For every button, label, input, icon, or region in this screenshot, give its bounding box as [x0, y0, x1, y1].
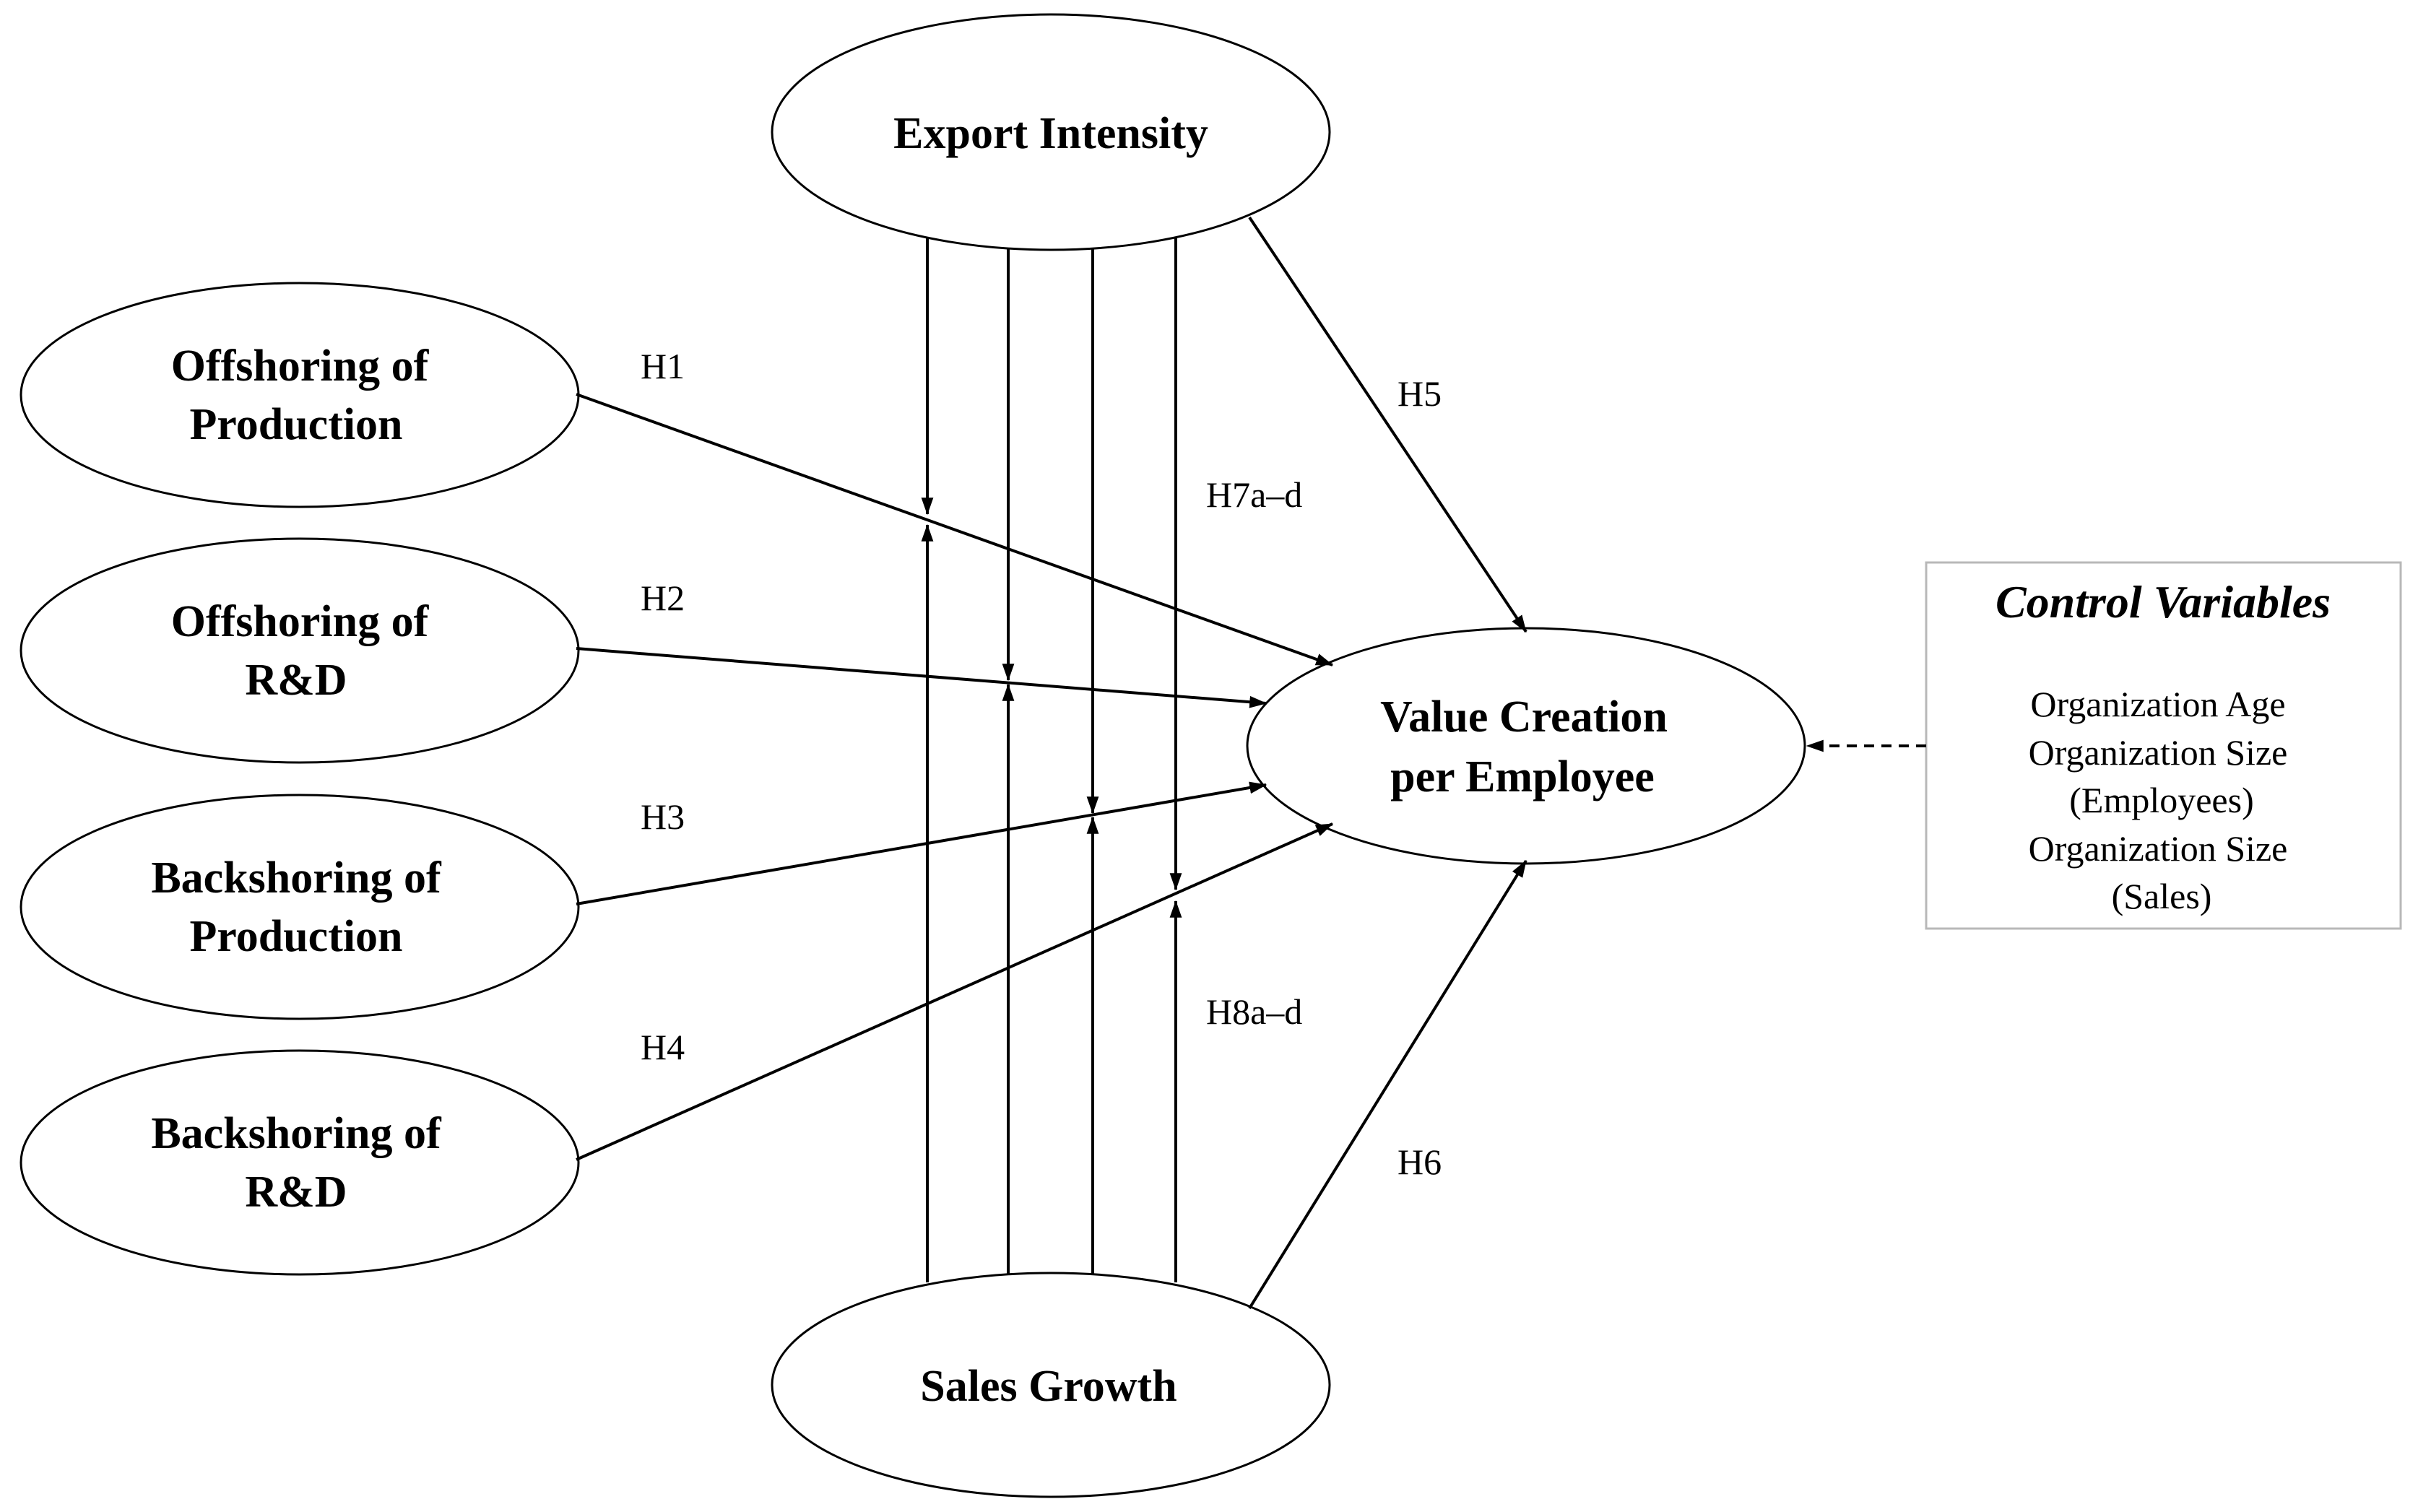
node-label: R&D [245, 656, 347, 705]
node-sales-growth: Sales Growth [771, 1272, 1331, 1498]
node-backshoring-production: Backshoring of Production [20, 794, 580, 1020]
node-label: Offshoring of [171, 342, 430, 391]
node-label: Backshoring of [151, 853, 442, 903]
control-variable-item: Organization Size [2029, 828, 2288, 869]
control-variables-title: Control Variables [1996, 576, 2331, 627]
hypothesis-label-h7: H7a–d [1206, 474, 1302, 515]
node-label: Backshoring of [151, 1109, 442, 1158]
hypothesis-label-h5: H5 [1398, 373, 1442, 414]
hypothesis-label-h4: H4 [641, 1027, 685, 1067]
node-label: Sales Growth [920, 1362, 1176, 1411]
arrow-h4 [576, 822, 1334, 1161]
arrow-h6 [1248, 859, 1528, 1310]
node-label: Production [189, 400, 402, 449]
arrow-h5 [1248, 216, 1528, 633]
node-label: Value Creation [1380, 692, 1668, 742]
hypothesis-label-h8: H8a–d [1206, 991, 1302, 1032]
node-label: Offshoring of [171, 597, 430, 646]
node-value-creation: Value Creation per Employee [1246, 627, 1806, 865]
arrow-h3 [576, 781, 1268, 905]
node-export-intensity: Export Intensity [771, 13, 1331, 251]
hypothesis-label-h2: H2 [641, 578, 685, 618]
hypothesis-label-h1: H1 [641, 346, 685, 386]
control-variable-item: Organization Age [2030, 684, 2285, 724]
node-offshoring-production: Offshoring of Production [20, 282, 580, 508]
node-label: R&D [245, 1168, 347, 1217]
node-offshoring-rd: Offshoring of R&D [20, 537, 580, 764]
node-label: Export Intensity [893, 109, 1208, 158]
control-variable-item: (Sales) [2112, 876, 2212, 916]
node-label: Production [189, 912, 402, 961]
arrow-h2 [576, 647, 1268, 708]
control-variables-box: Control Variables Organization Age Organ… [1925, 561, 2402, 930]
control-variable-item: Organization Size [2029, 732, 2288, 773]
node-label: per Employee [1390, 752, 1655, 801]
hypothesis-label-h3: H3 [641, 796, 685, 837]
node-backshoring-rd: Backshoring of R&D [20, 1049, 580, 1276]
arrow-h1 [576, 393, 1334, 666]
hypothesis-label-h6: H6 [1398, 1142, 1442, 1182]
control-variable-item: (Employees) [2069, 780, 2253, 820]
